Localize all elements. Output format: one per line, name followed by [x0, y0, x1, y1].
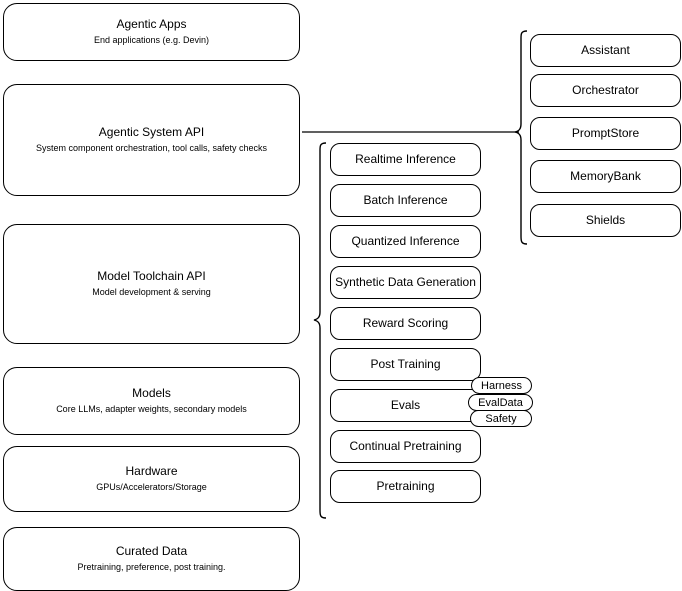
capability-title: Batch Inference [363, 193, 448, 207]
capability-box-post-training[interactable]: Post Training [330, 348, 481, 381]
component-title: PromptStore [571, 126, 640, 140]
layer-box-agentic-system-api[interactable]: Agentic System API System component orch… [3, 84, 300, 196]
component-box-orchestrator[interactable]: Orchestrator [530, 74, 681, 107]
layer-box-hardware[interactable]: Hardware GPUs/Accelerators/Storage [3, 446, 300, 512]
capability-title: Post Training [370, 357, 441, 371]
layer-subtitle: GPUs/Accelerators/Storage [96, 482, 207, 493]
layer-title: Curated Data [115, 544, 188, 559]
component-box-shields[interactable]: Shields [530, 204, 681, 237]
capability-box-realtime-inference[interactable]: Realtime Inference [330, 143, 481, 176]
layer-subtitle: System component orchestration, tool cal… [35, 143, 268, 154]
layer-subtitle: Core LLMs, adapter weights, secondary mo… [56, 404, 247, 415]
eval-pill-label: Safety [485, 412, 517, 425]
capability-box-batch-inference[interactable]: Batch Inference [330, 184, 481, 217]
component-title: Assistant [581, 43, 630, 57]
eval-pill-label: EvalData [478, 396, 523, 409]
component-title: MemoryBank [570, 169, 641, 183]
layer-subtitle: End applications (e.g. Devin) [93, 35, 210, 46]
eval-pill-harness[interactable]: Harness [471, 377, 532, 394]
capability-title: Quantized Inference [351, 234, 460, 248]
eval-pill-label: Harness [481, 379, 522, 392]
layer-box-agentic-apps[interactable]: Agentic Apps End applications (e.g. Devi… [3, 3, 300, 61]
capability-title: Realtime Inference [355, 152, 456, 166]
eval-pill-safety[interactable]: Safety [470, 410, 532, 427]
component-title: Shields [585, 213, 626, 227]
layer-title: Agentic Apps [116, 17, 187, 32]
layer-box-curated-data[interactable]: Curated Data Pretraining, preference, po… [3, 527, 300, 591]
layer-title: Hardware [125, 464, 178, 479]
capability-box-reward-scoring[interactable]: Reward Scoring [330, 307, 481, 340]
capability-box-pretraining[interactable]: Pretraining [330, 470, 481, 503]
layer-title: Agentic System API [98, 125, 205, 140]
layer-box-models[interactable]: Models Core LLMs, adapter weights, secon… [3, 367, 300, 435]
capability-box-evals[interactable]: Evals [330, 389, 481, 422]
eval-pill-evaldata[interactable]: EvalData [468, 394, 533, 411]
component-title: Orchestrator [572, 83, 639, 97]
capability-box-quantized-inference[interactable]: Quantized Inference [330, 225, 481, 258]
capability-title: Reward Scoring [362, 316, 449, 330]
layer-title: Model Toolchain API [97, 269, 206, 284]
capability-title: Synthetic Data Generation [335, 275, 476, 289]
capability-title: Continual Pretraining [349, 439, 462, 453]
component-box-promptstore[interactable]: PromptStore [530, 117, 681, 150]
capability-title: Evals [390, 398, 421, 412]
layer-title: Models [132, 386, 171, 401]
component-box-assistant[interactable]: Assistant [530, 34, 681, 67]
capability-title: Pretraining [376, 479, 435, 493]
capability-box-synthetic-data-generation[interactable]: Synthetic Data Generation [330, 266, 481, 299]
component-box-memorybank[interactable]: MemoryBank [530, 160, 681, 193]
layer-box-model-toolchain-api[interactable]: Model Toolchain API Model development & … [3, 224, 300, 344]
layer-subtitle: Pretraining, preference, post training. [77, 562, 226, 573]
layer-subtitle: Model development & serving [92, 287, 211, 298]
capability-box-continual-pretraining[interactable]: Continual Pretraining [330, 430, 481, 463]
